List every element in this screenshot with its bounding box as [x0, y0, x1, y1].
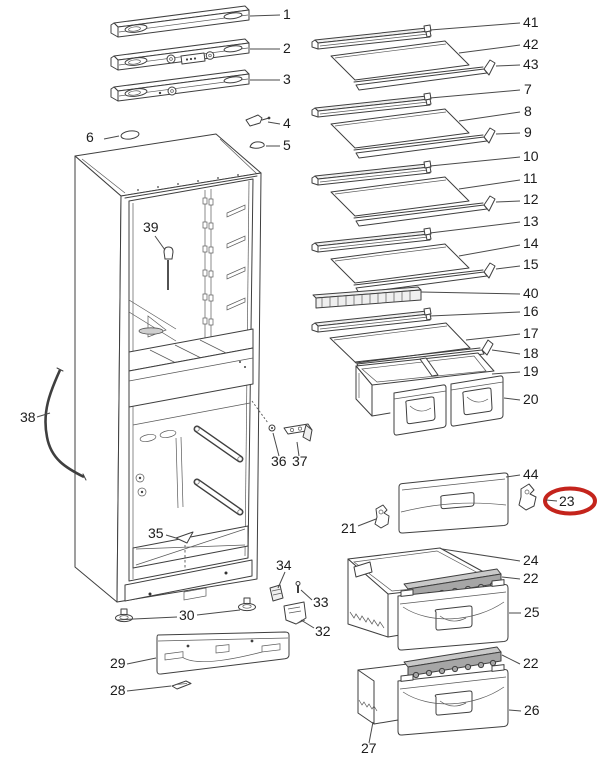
- shelf-assembly-41-42-43: [312, 25, 495, 90]
- callout-30: 30: [179, 607, 195, 623]
- part-35-wedge: [175, 531, 194, 570]
- freezer-interior: [132, 402, 251, 569]
- freezer-slide-rail: [193, 478, 244, 516]
- cabinet-top-screw-dots: [137, 174, 239, 191]
- callout-35: 35: [148, 525, 164, 541]
- shelf-assembly-13-14-15: [312, 228, 495, 293]
- callout-16: 16: [523, 303, 539, 319]
- callout-32: 32: [315, 623, 331, 639]
- part-30-foot-right: [238, 597, 256, 612]
- callout-29: 29: [110, 655, 126, 671]
- part-37-bracket: [283, 423, 313, 442]
- highlight-circle-23: [543, 486, 597, 516]
- callout-12: 12: [523, 191, 539, 207]
- callout-34: 34: [276, 557, 292, 573]
- callout-14: 14: [523, 235, 539, 251]
- callout-44: 44: [523, 466, 539, 482]
- callout-18: 18: [523, 345, 539, 361]
- callout-28: 28: [110, 682, 126, 698]
- cabinet-base: [124, 559, 253, 602]
- part-34-block: [269, 584, 284, 602]
- part-2-control-panel: [110, 38, 250, 71]
- shelf-assembly-10-11-12: [312, 161, 495, 226]
- callout-1: 1: [283, 6, 291, 22]
- callout-39: 39: [143, 219, 159, 235]
- part-20-freezer-drawer-fronts: [393, 375, 504, 436]
- callout-15: 15: [523, 256, 539, 272]
- callout-26: 26: [524, 702, 540, 718]
- freezer-slide-rail: [193, 425, 244, 463]
- callout-2: 2: [283, 40, 291, 56]
- part-36-screw: [251, 400, 276, 432]
- callout-33: 33: [313, 594, 329, 610]
- callout-41: 41: [523, 14, 539, 30]
- part-32-bracket: [283, 601, 307, 625]
- callout-22-upper: 22: [523, 570, 539, 586]
- part-5-clip: [249, 141, 265, 149]
- part-39-sensor-lamp: [163, 246, 174, 290]
- part-28-clip: [171, 680, 192, 690]
- callout-4: 4: [283, 115, 291, 131]
- callout-3: 3: [283, 71, 291, 87]
- part-40-bottle-rack: [312, 286, 422, 309]
- callout-25: 25: [524, 604, 540, 620]
- callout-22-lower: 22: [523, 655, 539, 671]
- leader-lines: [36, 14, 558, 744]
- callout-37: 37: [292, 453, 308, 469]
- part-19-crisper-frame: [355, 352, 495, 417]
- callout-5: 5: [283, 137, 291, 153]
- part-17-glass-shelf: [329, 322, 471, 364]
- cabinet-body: [74, 133, 262, 603]
- shelf-assembly-7-8-9: [312, 93, 495, 158]
- callout-42: 42: [523, 36, 539, 52]
- callout-36: 36: [271, 453, 287, 469]
- part-29-plinth: [156, 631, 290, 675]
- callout-43: 43: [523, 56, 539, 72]
- callout-38: 38: [20, 409, 36, 425]
- callout-21: 21: [341, 520, 357, 536]
- fridge-interior: [128, 189, 254, 372]
- part-4-clip: [245, 114, 271, 127]
- callout-7: 7: [524, 81, 532, 97]
- part-23-hinge-right: [518, 483, 537, 511]
- part-44-flap: [398, 472, 509, 534]
- callout-6: 6: [86, 129, 94, 145]
- callout-11: 11: [523, 170, 538, 186]
- part-21-hinge-left: [374, 504, 390, 529]
- callout-20: 20: [523, 391, 539, 407]
- callout-23: 23: [559, 493, 575, 509]
- callout-10: 10: [523, 148, 539, 164]
- callout-40: 40: [523, 285, 539, 301]
- callout-27: 27: [361, 740, 377, 756]
- part-6-cap: [120, 130, 140, 140]
- compartment-divider: [128, 347, 254, 408]
- part-33-screw: [295, 581, 301, 593]
- callout-19: 19: [523, 363, 539, 379]
- part-27-drawer-box: [357, 661, 425, 725]
- callout-8: 8: [524, 103, 532, 119]
- callout-13: 13: [523, 213, 539, 229]
- callout-9: 9: [524, 124, 532, 140]
- part-1-top-panel: [110, 5, 250, 38]
- callout-17: 17: [523, 325, 539, 341]
- callout-24: 24: [523, 552, 539, 568]
- part-3-panel: [110, 69, 250, 102]
- part-38-tube: [44, 367, 87, 481]
